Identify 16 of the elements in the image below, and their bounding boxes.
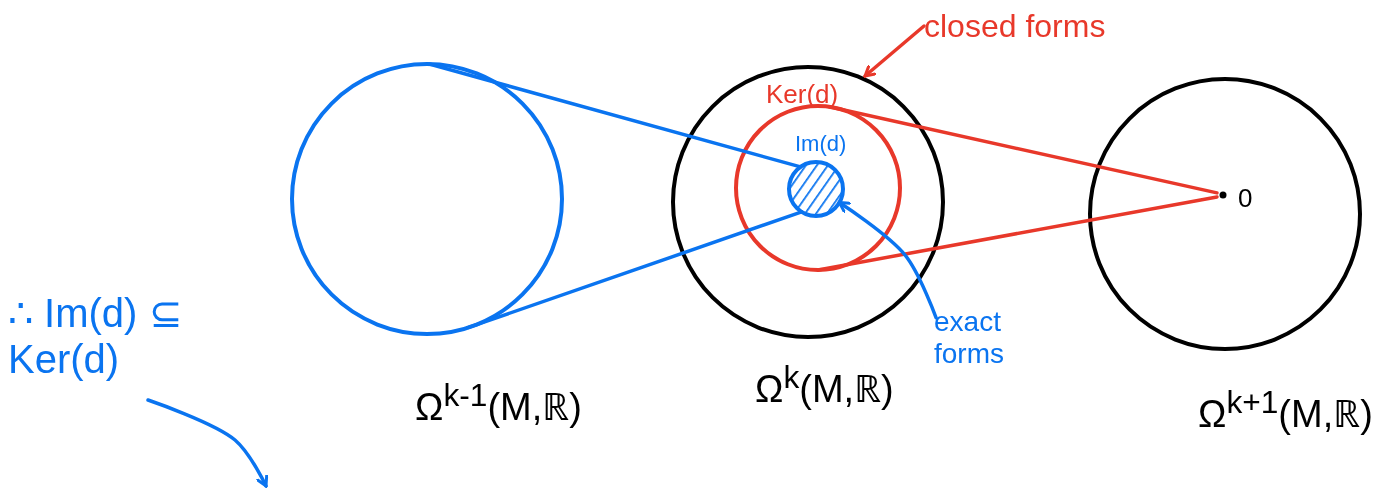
connector-line <box>466 210 804 330</box>
connector-line <box>827 105 1219 195</box>
annotation-text: exact forms <box>934 306 1038 390</box>
set-label: Ker(d) <box>766 80 839 109</box>
connector-line <box>816 195 1219 272</box>
set-label: Ω$^{k-1}$(M,ℝ) <box>415 378 582 429</box>
connector-line <box>427 62 803 169</box>
point-label: 0 <box>1238 184 1253 213</box>
set-label: Im(d) <box>795 132 847 157</box>
annotation-text: ∴ Im(d) ⊆ Ker(d) <box>8 290 183 400</box>
arrow <box>837 200 938 320</box>
arrow <box>863 24 926 78</box>
annotation-text: closed forms <box>924 8 1134 48</box>
arrow <box>146 398 269 488</box>
set-label: Ω$^{k+1}$(M,ℝ) <box>1198 385 1373 436</box>
set-label: Ω$^{k}$(M,ℝ) <box>755 360 894 411</box>
